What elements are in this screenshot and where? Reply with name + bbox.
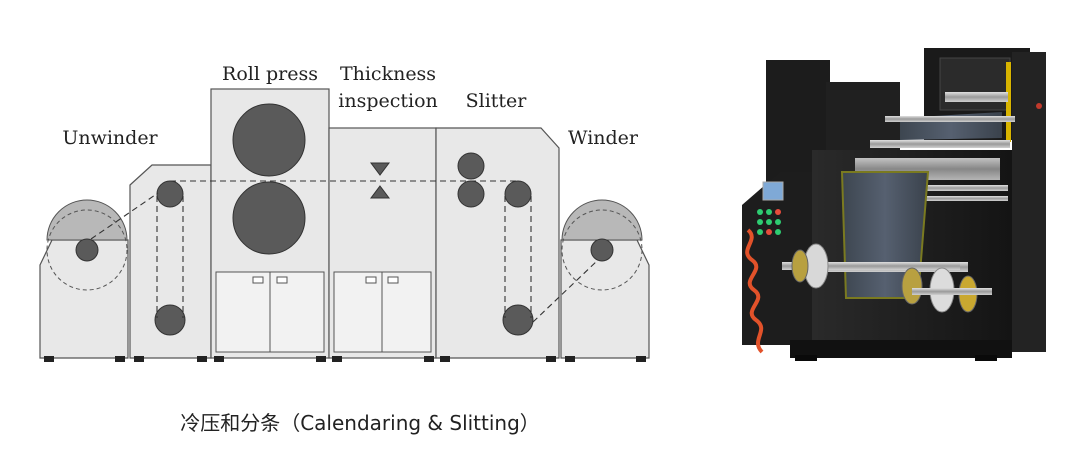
unwinder-guide-tower: [129, 164, 212, 359]
inspection-handle-left: [365, 276, 377, 284]
inspection-handle-right: [387, 276, 399, 284]
photo-right-shaft: [912, 288, 992, 295]
unwinder-drum-outline: [46, 209, 128, 291]
winder-drum-outline: [561, 209, 643, 291]
slitter-knife-upper: [457, 152, 485, 180]
winder-unit: [560, 199, 650, 359]
photo-roller-bar-2: [848, 196, 1008, 201]
web-unwinder-to-guide: [90, 192, 159, 240]
photo-red-lamp: [1036, 103, 1042, 109]
unwinder-housing: [39, 239, 129, 359]
photo-control-panel: [742, 172, 812, 345]
label-slitter: Slitter: [466, 90, 528, 112]
slitter-unit: [435, 127, 560, 359]
machine-feet: [44, 356, 646, 362]
photo-roller-bar-1: [848, 185, 1008, 191]
web-path: [90, 180, 599, 323]
photo-left-flange: [791, 249, 809, 283]
label-winder: Winder: [568, 127, 639, 149]
label-unwinder: Unwinder: [62, 127, 158, 149]
photo-side-tower: [1012, 52, 1046, 352]
inspection-sensor-top: [370, 162, 390, 176]
inspection-sensor-bottom: [370, 185, 390, 199]
machine-schematic: Roll press Thickness inspection Slitter …: [39, 63, 650, 362]
press-roll-lower: [232, 181, 306, 255]
photo-screen: [762, 181, 784, 201]
unwinder-drum-cap: [46, 199, 128, 241]
label-thickness-line2: inspection: [338, 90, 438, 112]
label-thickness-line1: Thickness: [340, 63, 436, 85]
guide-roll-top: [156, 180, 184, 208]
label-roll-press: Roll press: [222, 63, 318, 85]
winder-roll: [590, 238, 614, 262]
photo-upper-rail: [885, 116, 1015, 122]
web-to-winder: [532, 259, 599, 323]
slitter-housing: [435, 127, 560, 359]
slitter-guide-top: [504, 180, 532, 208]
roll-press-handle-left: [252, 276, 264, 284]
slitter-guide-bottom: [502, 304, 534, 336]
photo-top-roller: [945, 92, 1008, 102]
thickness-inspection-unit: [328, 127, 437, 359]
photo-yellow-post: [1006, 62, 1011, 142]
photo-red-coil-hose: [745, 228, 764, 354]
press-roll-upper: [232, 103, 306, 177]
photo-foot-right: [975, 355, 997, 361]
unwinder-roll: [75, 238, 99, 262]
photo-top-frame: [939, 57, 1011, 111]
unwinder-unit: [39, 199, 129, 359]
figure-caption: 冷压和分条（Calendaring & Slitting）: [180, 411, 540, 435]
winder-drum-cap: [561, 199, 643, 241]
photo-unwind-shaft: [782, 262, 960, 270]
photo-mid-rail: [870, 140, 1010, 148]
roll-press-handle-right: [276, 276, 288, 284]
machine-photo: [742, 48, 1046, 361]
photo-buttons: [757, 209, 781, 235]
photo-right-core: [901, 267, 923, 305]
slitter-knife-lower: [457, 180, 485, 208]
guide-roll-bottom: [154, 304, 186, 336]
roll-press-unit: [210, 88, 330, 359]
photo-foot-left: [795, 355, 817, 361]
photo-base: [790, 340, 1012, 358]
